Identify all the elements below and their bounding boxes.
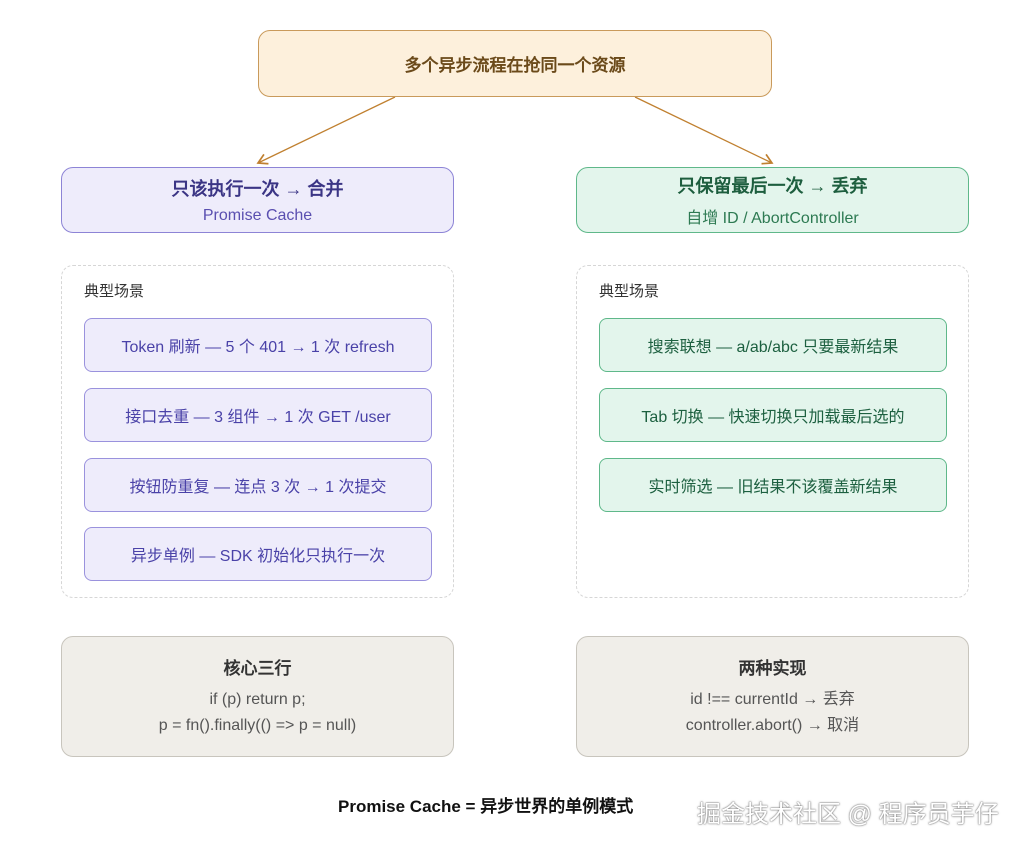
discard-title: 只保留最后一次 → 丢弃 bbox=[677, 176, 868, 196]
scenario-item: 实时筛选 — 旧结果不该覆盖新结果 bbox=[599, 458, 947, 512]
section-label: 典型场景 bbox=[84, 283, 145, 300]
scenario-item: 搜索联想 — a/ab/abc 只要最新结果 bbox=[599, 318, 947, 372]
discard-scenarios: 典型场景 搜索联想 — a/ab/abc 只要最新结果 Tab 切换 — 快速切… bbox=[576, 265, 969, 598]
arrow-left bbox=[256, 96, 396, 165]
code-line: controller.abort() → 取消 bbox=[685, 717, 860, 734]
top-node: 多个异步流程在抢同一个资源 bbox=[258, 30, 772, 97]
scenario-item: 异步单例 — SDK 初始化只执行一次 bbox=[84, 527, 432, 581]
code-line: id !== currentId → 丢弃 bbox=[690, 691, 855, 708]
scenario-item: Token 刷新 — 5 个 401 → 1 次 refresh bbox=[84, 318, 432, 372]
footer-caption: Promise Cache = 异步世界的单例模式 bbox=[338, 797, 634, 816]
watermark: 掘金技术社区 @ 程序员芋仔 bbox=[697, 801, 999, 828]
merge-scenarios: 典型场景 Token 刷新 — 5 个 401 → 1 次 refresh 接口… bbox=[61, 265, 454, 598]
scenario-item: 接口去重 — 3 组件 → 1 次 GET /user bbox=[84, 388, 432, 442]
implementations-node: 两种实现 id !== currentId → 丢弃 controller.ab… bbox=[576, 636, 969, 757]
merge-subtitle: Promise Cache bbox=[202, 207, 313, 224]
scenario-item: 按钮防重复 — 连点 3 次 → 1 次提交 bbox=[84, 458, 432, 512]
arrow-right bbox=[634, 96, 774, 165]
code-line: if (p) return p; bbox=[209, 691, 306, 708]
merge-title: 只该执行一次 → 合并 bbox=[171, 179, 344, 199]
code-line: p = fn().finally(() => p = null) bbox=[158, 717, 357, 734]
core-lines-node: 核心三行 if (p) return p; p = fn().finally((… bbox=[61, 636, 454, 757]
merge-node: 只该执行一次 → 合并 Promise Cache bbox=[61, 167, 454, 233]
implementations-title: 两种实现 bbox=[738, 659, 807, 678]
core-lines-title: 核心三行 bbox=[223, 659, 292, 678]
discard-subtitle: 自增 ID / AbortController bbox=[686, 210, 859, 227]
scenario-item: Tab 切换 — 快速切换只加载最后选的 bbox=[599, 388, 947, 442]
section-label: 典型场景 bbox=[599, 283, 660, 300]
discard-node: 只保留最后一次 → 丢弃 自增 ID / AbortController bbox=[576, 167, 969, 233]
top-node-title: 多个异步流程在抢同一个资源 bbox=[404, 56, 626, 75]
